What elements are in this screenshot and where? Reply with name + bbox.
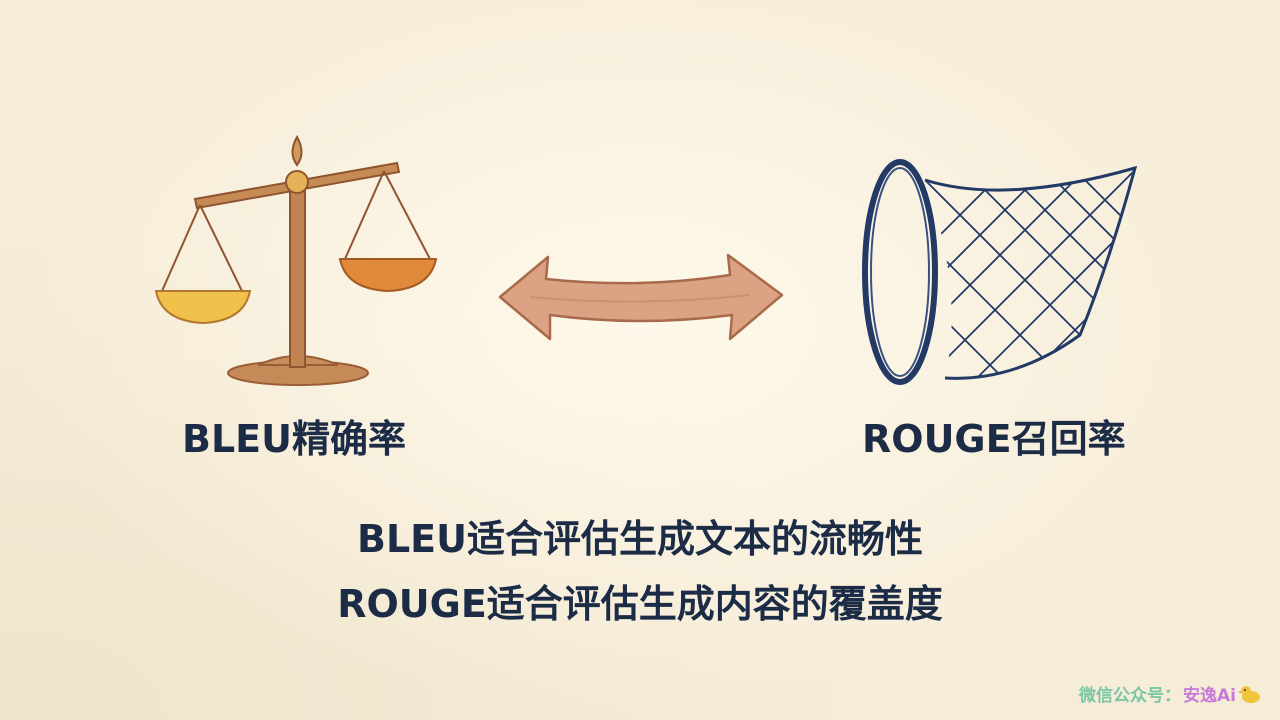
watermark: 微信公众号： 安逸Ai: [1079, 681, 1262, 706]
watermark-prefix: 微信公众号：: [1079, 686, 1182, 706]
duck-icon: [1238, 685, 1260, 703]
balance-scale-icon: [154, 134, 438, 386]
caption-rouge-coverage: ROUGE适合评估生成内容的覆盖度: [337, 582, 943, 626]
double-arrow-icon: [498, 253, 784, 341]
caption-bleu-fluency: BLEU适合评估生成文本的流畅性: [357, 517, 923, 561]
watermark-brand: 安逸Ai: [1183, 686, 1236, 706]
bleu-precision-label: BLEU精确率: [182, 417, 406, 461]
rouge-recall-label: ROUGE召回率: [862, 417, 1126, 461]
net-icon: [862, 159, 1138, 385]
